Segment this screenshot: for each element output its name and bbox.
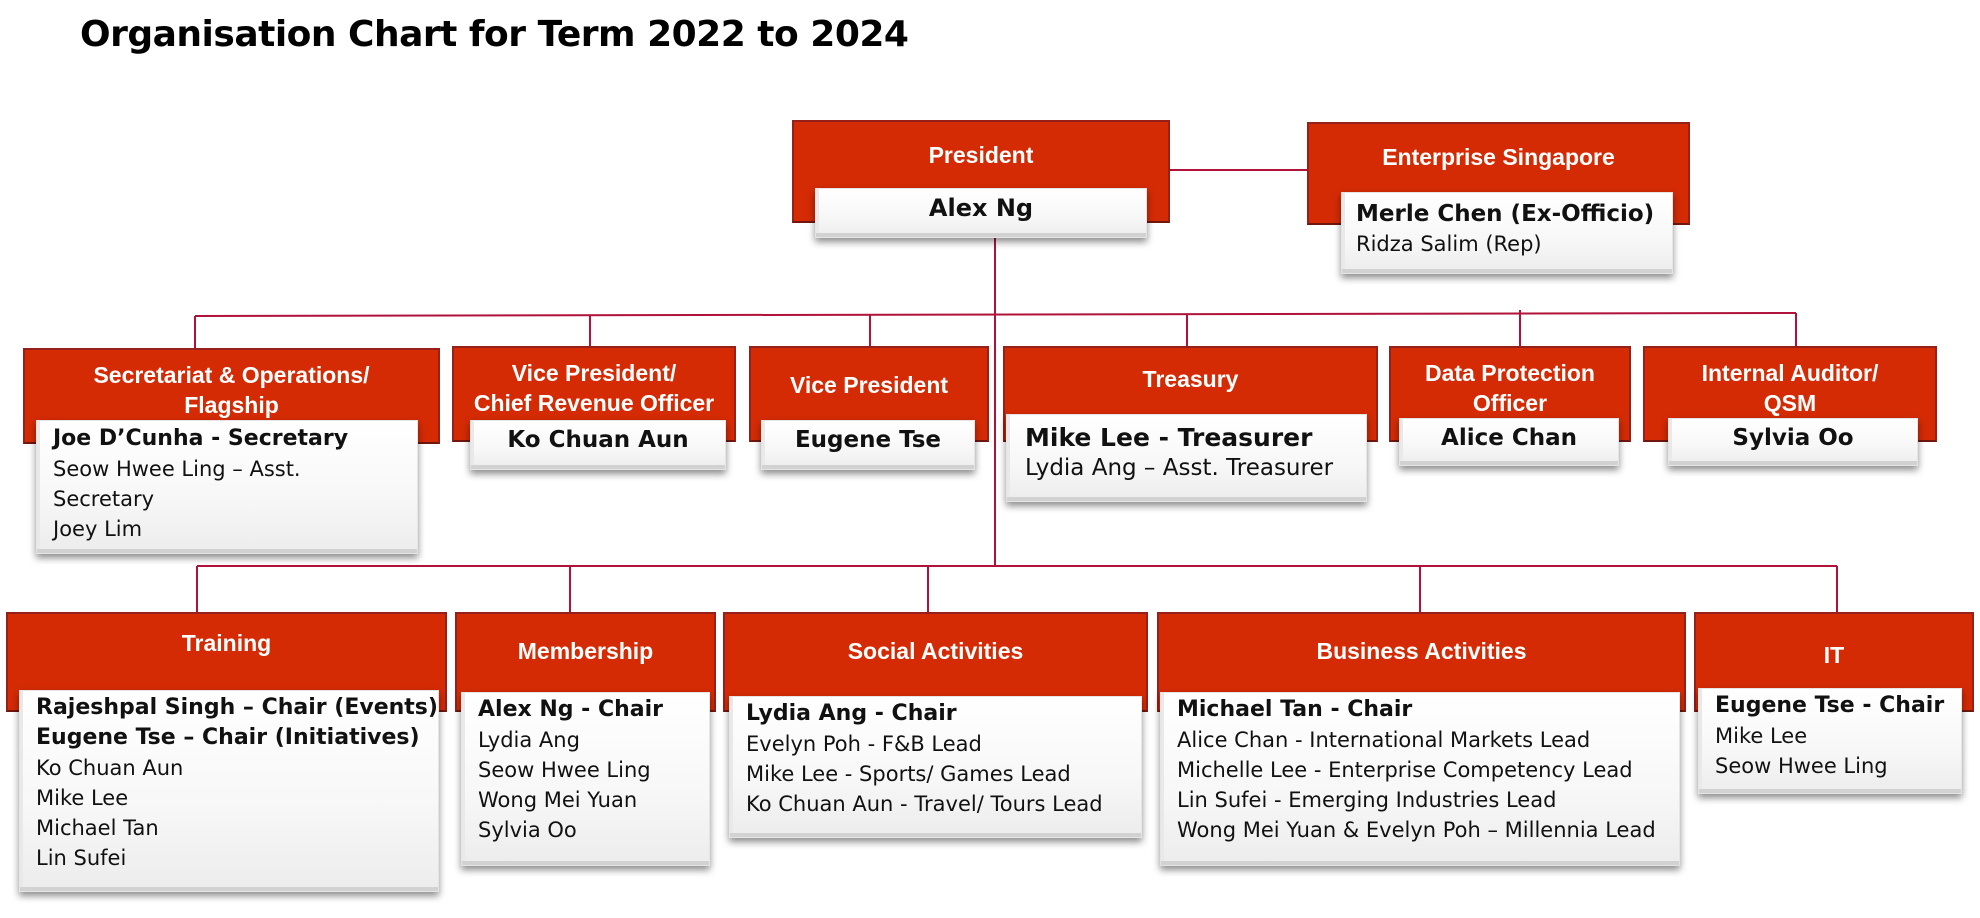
business-card: Michael Tan - Chair Alice Chan - Interna… xyxy=(1160,692,1680,866)
secretariat-title-1: Secretariat & Operations/ xyxy=(93,362,370,388)
training-line-3: Ko Chuan Aun xyxy=(36,756,184,780)
membership-card: Alex Ng - Chair Lydia Ang Seow Hwee Ling… xyxy=(461,692,710,866)
secretariat-line-3: Secretary xyxy=(53,487,155,511)
social-node: Social Activities Lydia Ang - Chair Evel… xyxy=(723,612,1148,842)
membership-line-4: Wong Mei Yuan xyxy=(478,788,638,812)
training-title: Training xyxy=(181,630,272,656)
business-line-5: Wong Mei Yuan & Evelyn Poh – Millennia L… xyxy=(1177,818,1656,842)
vp-cro-title-1: Vice President/ xyxy=(511,360,677,386)
treasury-line-2: Lydia Ang – Asst. Treasurer xyxy=(1025,455,1334,481)
auditor-title-2: QSM xyxy=(1763,390,1817,416)
training-card: Rajeshpal Singh – Chair (Events) Eugene … xyxy=(19,690,439,892)
enterprise-node: Enterprise Singapore Merle Chen (Ex-Offi… xyxy=(1307,122,1690,277)
auditor-title-1: Internal Auditor/ xyxy=(1701,360,1879,386)
membership-line-1: Alex Ng - Chair xyxy=(478,697,663,722)
training-node: Training Rajeshpal Singh – Chair (Events… xyxy=(6,612,447,896)
membership-node: Membership Alex Ng - Chair Lydia Ang Seo… xyxy=(455,612,716,870)
it-line-2: Mike Lee xyxy=(1715,724,1808,748)
auditor-card: Sylvia Oo xyxy=(1668,418,1918,466)
business-node: Business Activities Michael Tan - Chair … xyxy=(1157,612,1686,870)
training-line-5: Michael Tan xyxy=(36,816,159,840)
training-line-2: Eugene Tse – Chair (Initiatives) xyxy=(36,725,420,750)
dpo-card: Alice Chan xyxy=(1399,418,1619,466)
membership-line-2: Lydia Ang xyxy=(478,728,580,752)
vp-title: Vice President xyxy=(789,372,949,398)
vp-node: Vice President Eugene Tse xyxy=(749,346,989,474)
business-line-3: Michelle Lee - Enterprise Competency Lea… xyxy=(1177,758,1633,782)
vp-cro-node: Vice President/ Chief Revenue Officer Ko… xyxy=(452,346,736,474)
social-card: Lydia Ang - Chair Evelyn Poh - F&B Lead … xyxy=(729,696,1142,838)
business-line-2: Alice Chan - International Markets Lead xyxy=(1177,728,1591,752)
training-line-6: Lin Sufei xyxy=(36,846,127,870)
dpo-title-2: Officer xyxy=(1472,390,1548,416)
social-header: Social Activities xyxy=(723,612,1148,712)
secretariat-title-2: Flagship xyxy=(184,392,279,418)
president-card: Alex Ng xyxy=(815,188,1147,238)
dpo-title-1: Data Protection xyxy=(1425,360,1595,386)
enterprise-card: Merle Chen (Ex-Officio) Ridza Salim (Rep… xyxy=(1341,192,1673,274)
president-name: Alex Ng xyxy=(928,194,1034,222)
chart-title: Organisation Chart for Term 2022 to 2024 xyxy=(80,14,909,55)
it-title: IT xyxy=(1823,642,1845,668)
treasury-node: Treasury Mike Lee - Treasurer Lydia Ang … xyxy=(1003,346,1378,506)
secretariat-card: Joe D’Cunha - Secretary Seow Hwee Ling –… xyxy=(36,420,418,554)
it-line-1: Eugene Tse - Chair xyxy=(1715,693,1945,718)
vp-card: Eugene Tse xyxy=(761,420,975,470)
enterprise-line-2: Ridza Salim (Rep) xyxy=(1356,232,1542,256)
president-node: President Alex Ng xyxy=(792,120,1170,242)
dpo-node: Data Protection Officer Alice Chan xyxy=(1389,346,1631,470)
secretariat-line-2: Seow Hwee Ling – Asst. xyxy=(53,457,301,481)
secretariat-line-1: Joe D’Cunha - Secretary xyxy=(53,426,349,451)
auditor-node: Internal Auditor/ QSM Sylvia Oo xyxy=(1643,346,1937,470)
it-line-3: Seow Hwee Ling xyxy=(1715,754,1888,778)
vp-cro-title-2: Chief Revenue Officer xyxy=(473,390,715,416)
training-line-1: Rajeshpal Singh – Chair (Events) xyxy=(36,695,438,720)
vp-cro-name: Ko Chuan Aun xyxy=(507,427,689,453)
treasury-title: Treasury xyxy=(1142,366,1239,392)
treasury-card: Mike Lee - Treasurer Lydia Ang – Asst. T… xyxy=(1006,414,1367,502)
dpo-name: Alice Chan xyxy=(1441,425,1577,451)
membership-line-3: Seow Hwee Ling xyxy=(478,758,651,782)
social-line-2: Evelyn Poh - F&B Lead xyxy=(746,732,982,756)
it-card: Eugene Tse - Chair Mike Lee Seow Hwee Li… xyxy=(1698,688,1962,794)
business-title: Business Activities xyxy=(1316,638,1527,664)
enterprise-line-1: Merle Chen (Ex-Officio) xyxy=(1356,201,1655,227)
vp-cro-card: Ko Chuan Aun xyxy=(470,420,726,470)
social-line-1: Lydia Ang - Chair xyxy=(746,701,957,726)
enterprise-title: Enterprise Singapore xyxy=(1382,144,1615,170)
auditor-name: Sylvia Oo xyxy=(1732,425,1854,451)
social-line-4: Ko Chuan Aun - Travel/ Tours Lead xyxy=(746,792,1103,816)
it-node: IT Eugene Tse - Chair Mike Lee Seow Hwee… xyxy=(1694,612,1974,798)
president-title: President xyxy=(928,142,1034,168)
membership-title: Membership xyxy=(517,638,654,664)
social-title: Social Activities xyxy=(847,638,1024,664)
social-line-3: Mike Lee - Sports/ Games Lead xyxy=(746,762,1071,786)
treasury-line-1: Mike Lee - Treasurer xyxy=(1025,423,1313,452)
membership-line-5: Sylvia Oo xyxy=(478,818,577,842)
business-line-4: Lin Sufei - Emerging Industries Lead xyxy=(1177,788,1557,812)
secretariat-line-4: Joey Lim xyxy=(53,517,143,541)
vp-name: Eugene Tse xyxy=(794,427,942,453)
business-line-1: Michael Tan - Chair xyxy=(1177,697,1413,722)
secretariat-node: Secretariat & Operations/ Flagship Joe D… xyxy=(23,348,440,558)
training-line-4: Mike Lee xyxy=(36,786,129,810)
